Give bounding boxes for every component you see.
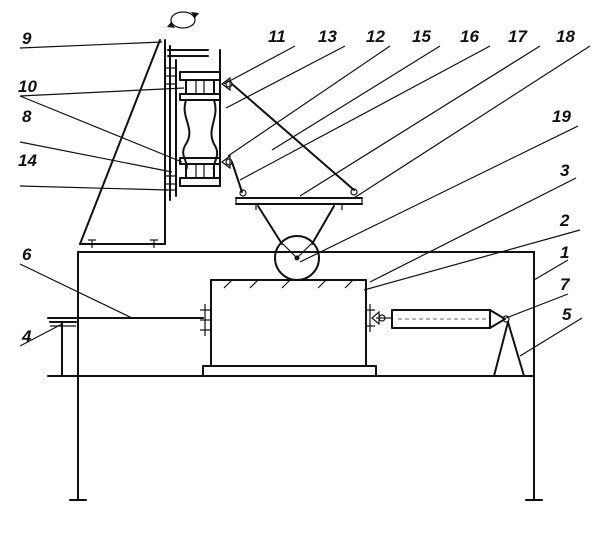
label-6: 6 bbox=[22, 245, 32, 264]
label-12: 12 bbox=[366, 27, 385, 46]
leader-lines-right bbox=[223, 45, 591, 357]
support-4 bbox=[49, 321, 77, 377]
label-4: 4 bbox=[21, 327, 32, 346]
label-17: 17 bbox=[508, 27, 528, 46]
leader-lines-left bbox=[19, 41, 185, 347]
upper-frame-9 bbox=[79, 39, 172, 248]
label-1: 1 bbox=[560, 243, 569, 262]
label-15: 15 bbox=[412, 27, 431, 46]
shaft-assembly bbox=[166, 45, 233, 201]
label-9: 9 bbox=[22, 29, 32, 48]
label-5: 5 bbox=[562, 305, 572, 324]
label-14: 14 bbox=[18, 151, 37, 170]
part-labels: 9 10 8 14 6 4 11 13 12 15 16 17 18 19 3 … bbox=[18, 27, 575, 346]
roller-19 bbox=[274, 235, 320, 281]
label-16: 16 bbox=[460, 27, 479, 46]
label-18: 18 bbox=[556, 27, 575, 46]
label-8: 8 bbox=[22, 107, 32, 126]
stand-5 bbox=[493, 321, 525, 377]
rotation-arrow-icon bbox=[167, 11, 199, 29]
label-13: 13 bbox=[318, 27, 337, 46]
label-3: 3 bbox=[560, 161, 570, 180]
label-10: 10 bbox=[18, 77, 37, 96]
label-19: 19 bbox=[552, 107, 571, 126]
linkage-arms bbox=[231, 83, 363, 245]
label-11: 11 bbox=[268, 27, 286, 46]
load-cell-7 bbox=[371, 309, 510, 329]
carriage-2 bbox=[200, 279, 377, 377]
label-2: 2 bbox=[559, 211, 570, 230]
label-7: 7 bbox=[560, 275, 571, 294]
